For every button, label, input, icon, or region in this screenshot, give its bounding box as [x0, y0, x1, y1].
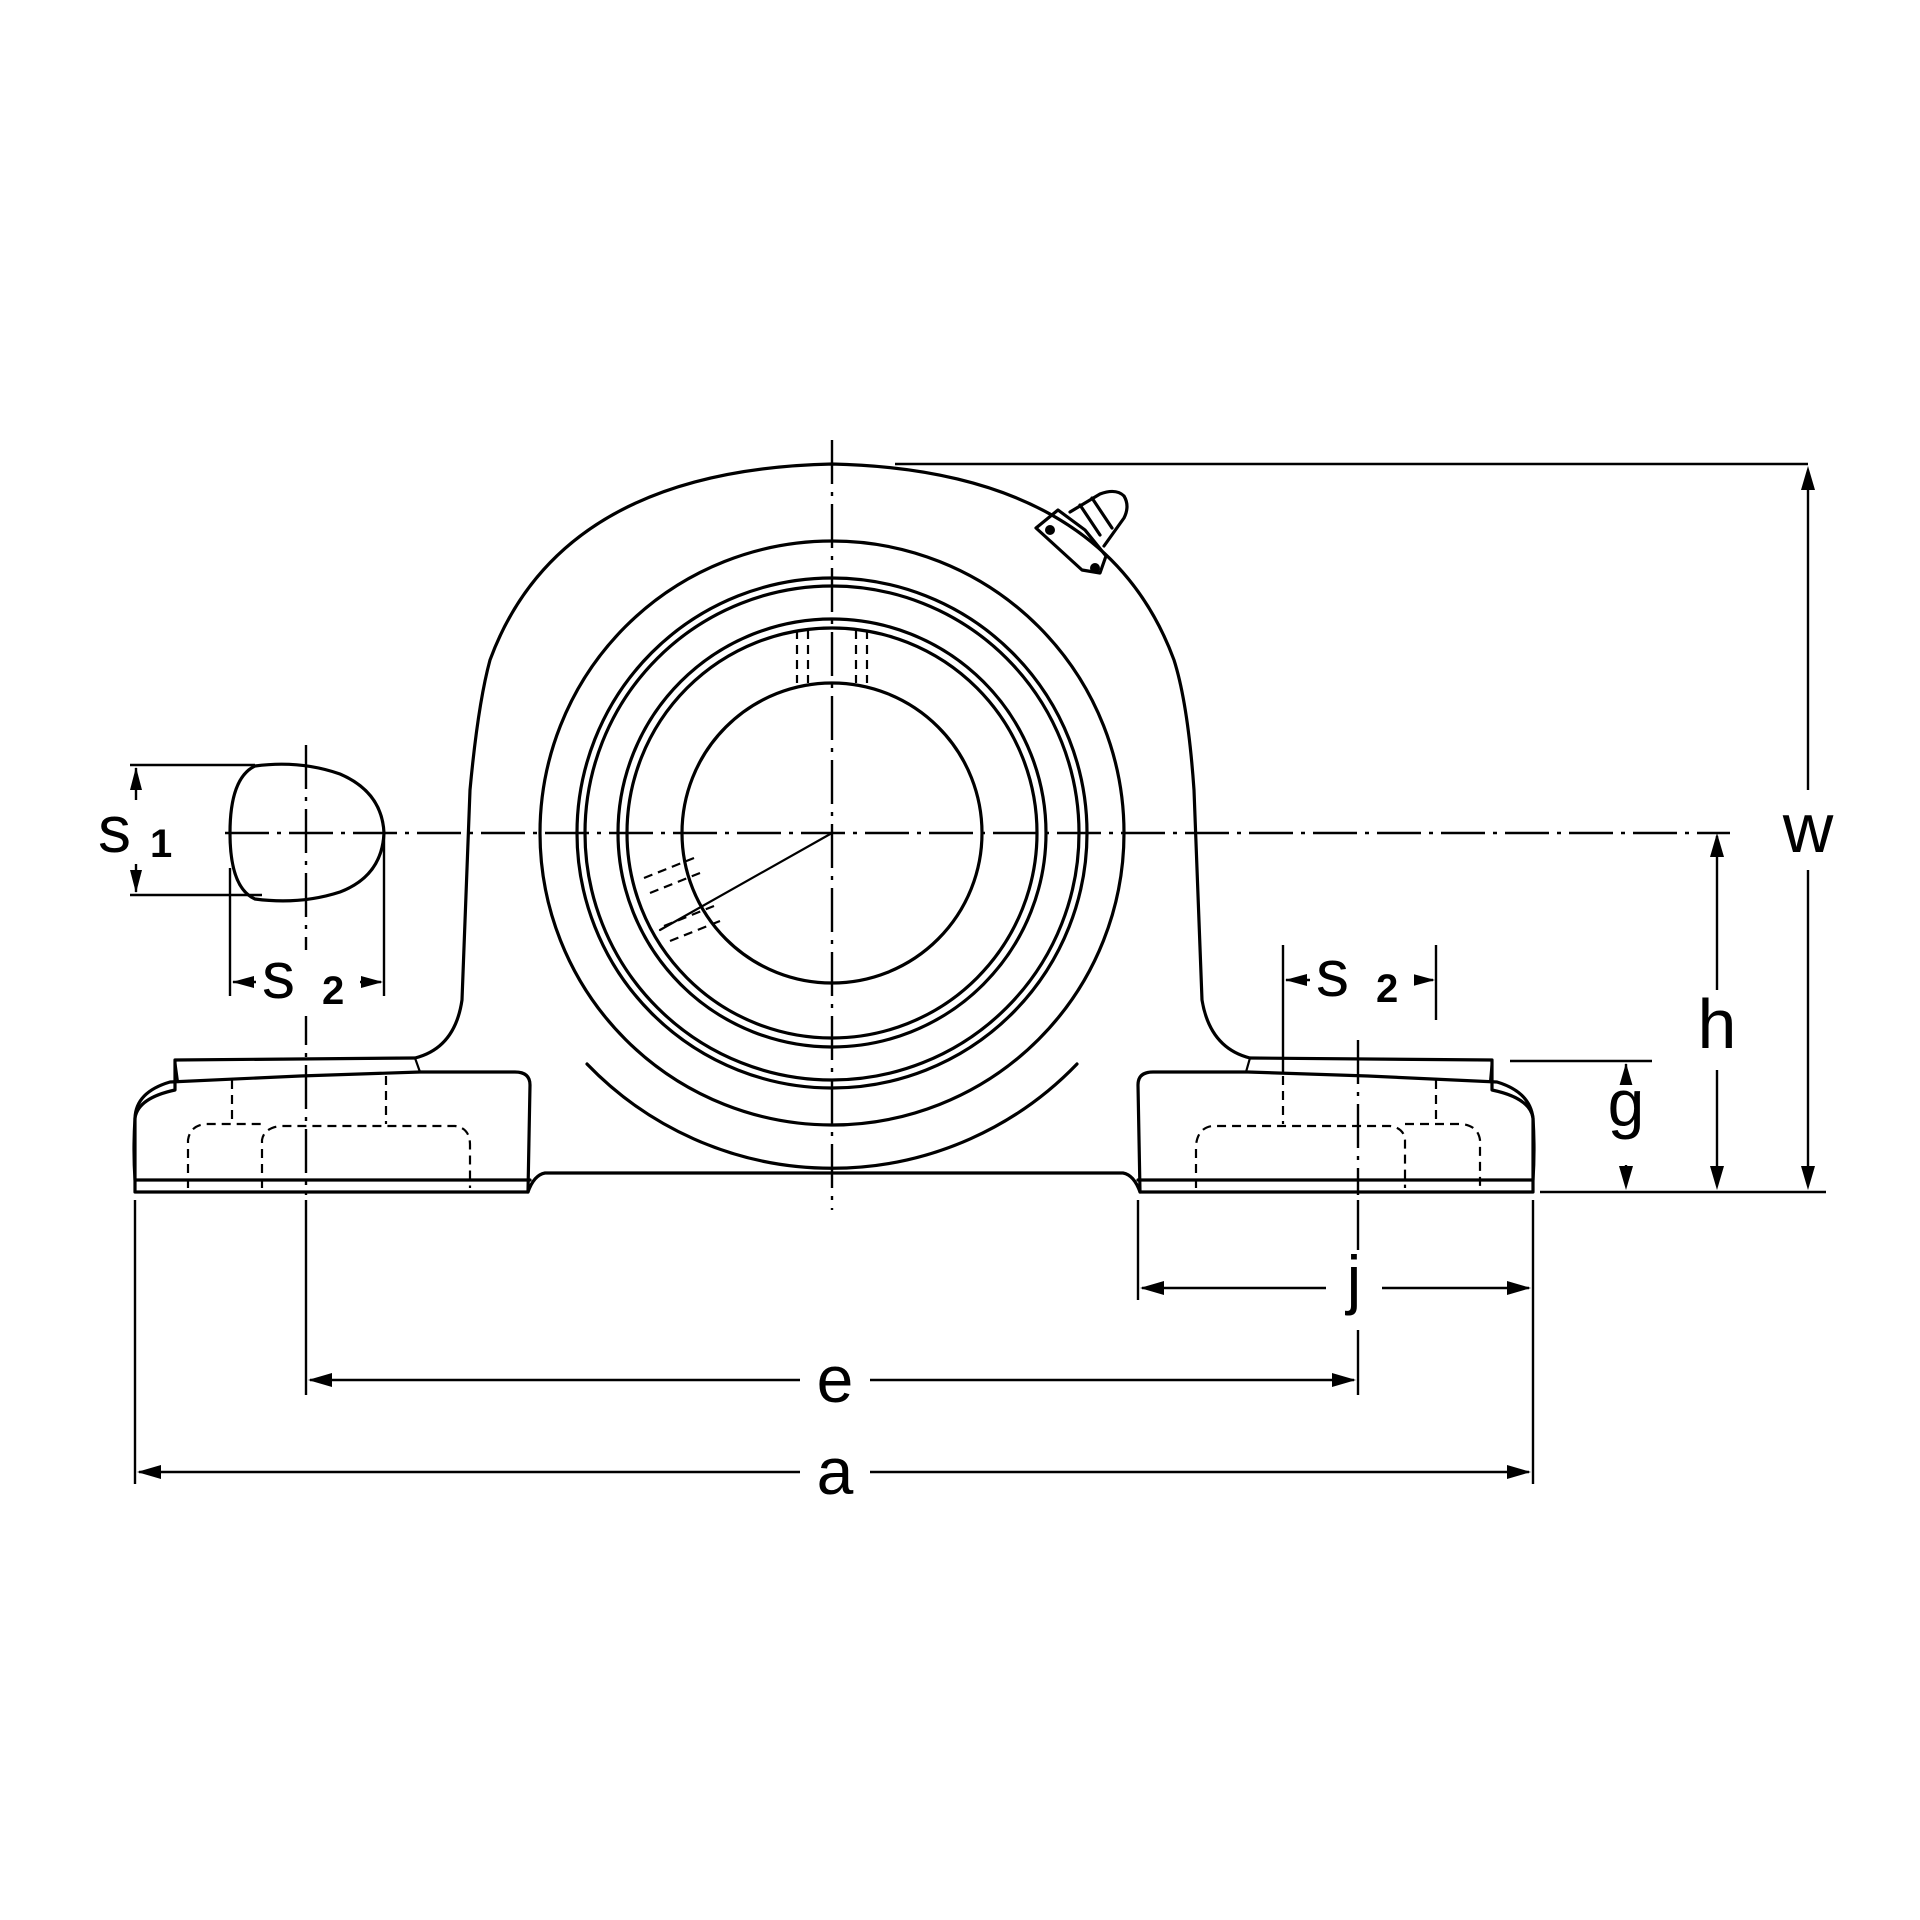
label-e: e — [817, 1342, 854, 1416]
housing-base-line — [526, 1171, 1142, 1194]
label-a: a — [817, 1434, 854, 1508]
bolt-hole-detail — [228, 762, 386, 903]
label-j: j — [1345, 1242, 1362, 1316]
dimension-labels: w h g j e a s 1 s 2 s 2 — [96, 789, 1840, 1508]
lower-left-set-screw-hidden — [643, 856, 721, 943]
top-set-screw-hidden — [795, 630, 869, 683]
label-s2-right: s — [1316, 936, 1349, 1010]
label-h: h — [1698, 985, 1737, 1063]
label-s1-sub: 1 — [150, 822, 172, 866]
housing — [132, 462, 1536, 1194]
housing-lower-arc — [585, 1062, 1079, 1170]
label-s2-right-sub: 2 — [1376, 967, 1398, 1011]
right-foot-block — [1136, 1070, 1535, 1194]
left-foot-hidden-lines — [186, 1076, 472, 1188]
inner-ring-inner — [625, 626, 1039, 1040]
grease-nipple-icon — [1034, 489, 1129, 575]
slotted-hole — [228, 762, 386, 903]
label-s2-left-sub: 2 — [322, 969, 344, 1013]
section-ray — [658, 831, 834, 932]
shaft-bore — [680, 681, 984, 985]
housing-outline — [132, 462, 1536, 1182]
label-s1: s — [98, 792, 131, 866]
outer-ring-inner — [583, 584, 1081, 1082]
left-foot-top-strip — [173, 1056, 422, 1084]
outer-ring-outer — [575, 576, 1089, 1090]
inner-ring-outer — [616, 617, 1048, 1049]
label-w: w — [1782, 789, 1834, 867]
label-s2-left: s — [262, 938, 295, 1012]
label-g: g — [1608, 1066, 1645, 1140]
right-foot-hidden-lines — [1194, 1076, 1482, 1188]
dimensions — [130, 462, 1826, 1484]
bearing-insert — [538, 539, 1126, 1127]
housing-bore-circle — [538, 539, 1126, 1127]
right-foot-top-strip — [1244, 1056, 1494, 1084]
